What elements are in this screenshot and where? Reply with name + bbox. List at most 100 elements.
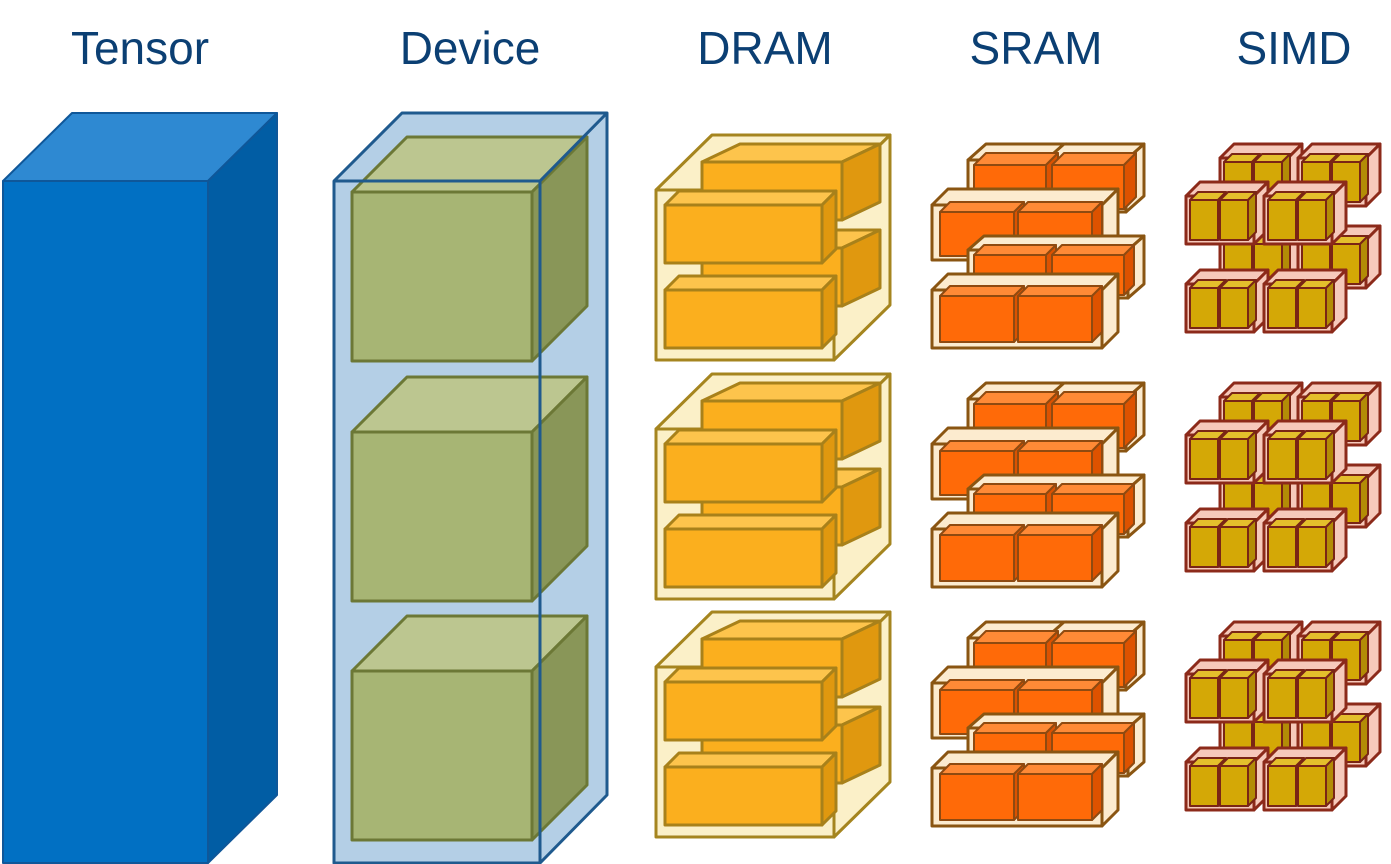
sram-group-3 bbox=[930, 620, 1146, 828]
simd-cell-frontlow-1-lane-2 bbox=[1219, 757, 1257, 807]
simd-title: SIMD bbox=[1237, 22, 1352, 74]
simd-cell-frontlow-2-lane-2-side bbox=[1325, 757, 1335, 807]
device-title: Device bbox=[400, 22, 541, 74]
simd-cell-frontlow-1 bbox=[1184, 746, 1270, 812]
simd-cell-frontlow-1 bbox=[1184, 268, 1270, 334]
simd-cell-frontlow-2-lane-1-front bbox=[1267, 287, 1297, 329]
sram-block-back-2-top bbox=[1051, 152, 1137, 166]
sram-block-front-1 bbox=[939, 763, 1025, 821]
simd-cell-frontlow-2 bbox=[1262, 268, 1348, 334]
sram-block-front-2 bbox=[1017, 763, 1103, 821]
simd-cell-front-2-lane-2-front bbox=[1297, 199, 1327, 241]
dram-title: DRAM bbox=[697, 22, 832, 74]
sram-block-mid-2-top bbox=[1017, 201, 1103, 213]
sram-block-front-2-front bbox=[1017, 773, 1093, 821]
simd-cell-frontlow-1-lane-2 bbox=[1219, 279, 1257, 329]
simd-cell-frontlow-2-lane-1-front bbox=[1267, 526, 1297, 568]
dram-block-front-1-top bbox=[663, 189, 838, 207]
device-column bbox=[332, 111, 609, 864]
tensor-block-side bbox=[207, 112, 278, 864]
tensor-block bbox=[2, 112, 278, 864]
sram-block-front-2-side bbox=[1091, 524, 1103, 582]
simd-cell-frontlow-2-lane-2 bbox=[1297, 279, 1335, 329]
simd-cell-front-2-lane-1-front bbox=[1267, 677, 1297, 719]
device-container-edges bbox=[332, 111, 609, 864]
sram-block-mid-back-2-side bbox=[1123, 722, 1135, 774]
sram-block-mid-back-2-top bbox=[1051, 483, 1135, 495]
device-block-1 bbox=[350, 135, 589, 363]
dram-block-front-2-top bbox=[663, 513, 838, 531]
simd-cell-frontlow-1-lane-2 bbox=[1219, 518, 1257, 568]
simd-cell-front-1-lane-2-front bbox=[1219, 677, 1249, 719]
simd-cell-front-1-lane-2-front bbox=[1219, 438, 1249, 480]
simd-cell-frontlow-2-lane-1-front bbox=[1267, 765, 1297, 807]
sram-block-front-2-front bbox=[1017, 534, 1093, 582]
simd-cell-frontlow-1-lane-1-front bbox=[1189, 765, 1219, 807]
device-block-2 bbox=[350, 375, 589, 603]
dram-block-front-1-side bbox=[820, 189, 838, 265]
sram-title: SRAM bbox=[970, 22, 1103, 74]
simd-cell-front-2-lane-1-front bbox=[1267, 438, 1297, 480]
simd-cell-front-2-lane-2-side bbox=[1325, 191, 1335, 241]
sram-block-front-1-top bbox=[939, 285, 1025, 297]
simd-cell-front-2 bbox=[1262, 658, 1348, 724]
sram-block-front-1 bbox=[939, 524, 1025, 582]
simd-cell-front-2-lane-2-side bbox=[1325, 669, 1335, 719]
tensor-title: Tensor bbox=[71, 22, 209, 74]
sram-block-mid-2-top bbox=[1017, 679, 1103, 691]
dram-group-1 bbox=[654, 133, 892, 362]
tensor-column bbox=[2, 112, 278, 864]
simd-cell-frontlow-1-lane-2-front bbox=[1219, 287, 1249, 329]
sram-block-mid-1-top bbox=[939, 440, 1025, 452]
simd-cell-front-1-lane-2-front bbox=[1219, 199, 1249, 241]
simd-cell-front-1-lane-2 bbox=[1219, 191, 1257, 241]
simd-cell-front-1-lane-1-front bbox=[1189, 199, 1219, 241]
simd-cell-frontlow-1-lane-1 bbox=[1189, 757, 1227, 807]
sram-block-front-2-top bbox=[1017, 285, 1103, 297]
simd-cell-front-2-lane-2 bbox=[1297, 430, 1335, 480]
simd-cell-front-2-lane-2-front bbox=[1297, 438, 1327, 480]
sram-block-mid-2-top bbox=[1017, 440, 1103, 452]
simd-cell-frontlow-1-lane-1-front bbox=[1189, 287, 1219, 329]
sram-block-front-2-front bbox=[1017, 295, 1093, 343]
dram-block-front-1-front bbox=[663, 203, 824, 265]
device-block-1-front bbox=[350, 190, 534, 363]
simd-cell-frontlow-1-lane-2-side bbox=[1247, 518, 1257, 568]
simd-column bbox=[1184, 142, 1382, 812]
simd-cell-front-2 bbox=[1262, 419, 1348, 485]
simd-cell-frontlow-2-lane-2-side bbox=[1325, 279, 1335, 329]
dram-block-front-2-front bbox=[663, 765, 824, 827]
simd-cell-frontlow-1 bbox=[1184, 507, 1270, 573]
simd-cell-back-2-lane-2-side bbox=[1359, 392, 1369, 442]
dram-block-front-1 bbox=[663, 428, 838, 504]
sram-block-back-1-top bbox=[973, 630, 1059, 644]
simd-cell-front-1-lane-1-front bbox=[1189, 438, 1219, 480]
dram-block-front-2 bbox=[663, 751, 838, 827]
simd-cell-front-2-lane-2-front bbox=[1297, 677, 1327, 719]
simd-cell-front-1-lane-2 bbox=[1219, 430, 1257, 480]
dram-block-front-1 bbox=[663, 666, 838, 742]
dram-block-front-1 bbox=[663, 189, 838, 265]
simd-cell-front-1 bbox=[1184, 419, 1270, 485]
device-block-3-front bbox=[350, 669, 534, 842]
tensor-block-front bbox=[2, 180, 209, 864]
sram-block-front-1-front bbox=[939, 773, 1015, 821]
dram-block-front-2-top bbox=[663, 274, 838, 292]
sram-block-front-1 bbox=[939, 285, 1025, 343]
simd-cell-front-2-lane-1-front bbox=[1267, 199, 1297, 241]
simd-cell-frontlow-2 bbox=[1262, 507, 1348, 573]
dram-block-front-2-front bbox=[663, 288, 824, 350]
simd-cell-frontlow-2-lane-2-front bbox=[1297, 287, 1327, 329]
simd-cell-backlow-2-lane-2-side bbox=[1359, 235, 1369, 285]
dram-block-front-1-side bbox=[820, 428, 838, 504]
dram-block-front-2 bbox=[663, 513, 838, 589]
simd-cell-frontlow-1-lane-1-front bbox=[1189, 526, 1219, 568]
sram-block-front-1-front bbox=[939, 295, 1015, 343]
sram-group-2 bbox=[930, 381, 1146, 589]
sram-block-back-1-top bbox=[973, 391, 1059, 405]
dram-block-front-1-side bbox=[820, 666, 838, 742]
simd-group-3 bbox=[1184, 620, 1382, 812]
simd-cell-front-2-lane-2 bbox=[1297, 191, 1335, 241]
dram-group-2 bbox=[654, 372, 892, 601]
